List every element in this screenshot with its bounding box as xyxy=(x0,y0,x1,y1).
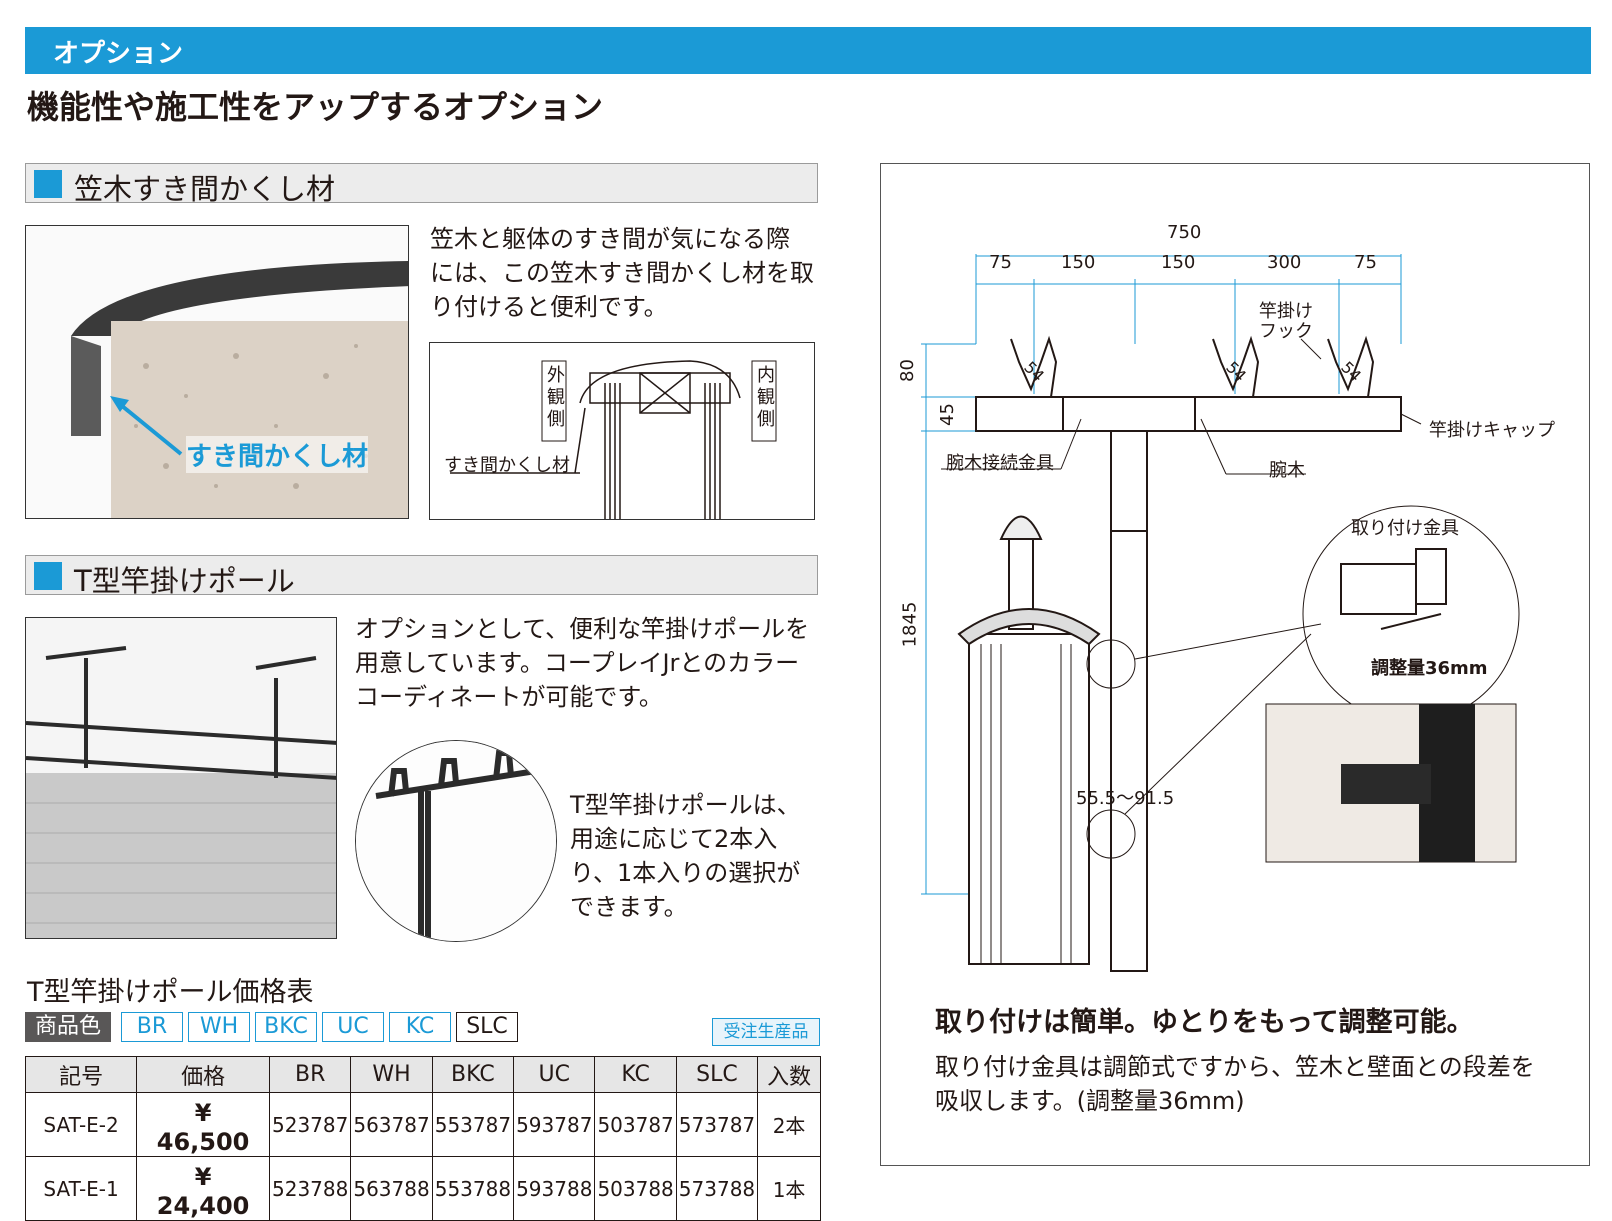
col-header: KC xyxy=(594,1056,677,1093)
color-chip-uc: UC xyxy=(322,1012,384,1042)
inner-side-label: 内観側 xyxy=(757,365,775,430)
color-chip-kc: KC xyxy=(389,1012,451,1042)
section-header-pole: T型竿掛けポール xyxy=(25,555,818,598)
range-label: 55.5～91.5 xyxy=(1076,788,1175,809)
adjust-label: 調整量36mm xyxy=(1371,658,1488,679)
kasagi-photo: すき間かくし材 xyxy=(25,225,409,519)
cell-kc: 503787 xyxy=(594,1092,677,1157)
dim-total: 750 xyxy=(1167,222,1202,243)
made-to-order-badge: 受注生産品 xyxy=(712,1018,820,1046)
color-chip-slc: SLC xyxy=(456,1012,518,1042)
detail-line: り、1本入りの選択が xyxy=(570,859,801,887)
col-header: BR xyxy=(268,1056,352,1093)
cell-uc: 593787 xyxy=(513,1092,596,1157)
col-header: BKC xyxy=(431,1056,515,1093)
cell-qty: 1本 xyxy=(757,1156,821,1221)
col-header: SLC xyxy=(675,1056,759,1093)
desc-line: には、この笠木すき間かくし材を取 xyxy=(430,259,814,287)
dim-75-right: 75 xyxy=(1354,252,1377,273)
cell-bkc: 553788 xyxy=(431,1156,515,1221)
col-header: 入数 xyxy=(757,1056,821,1093)
kasagi-cross-section: 外観側 内観側 すき間かくし材 xyxy=(429,342,815,520)
cell-price: ¥ 46,500 xyxy=(136,1092,270,1157)
cell-code: SAT-E-1 xyxy=(24,1156,138,1221)
dim-75-left: 75 xyxy=(989,252,1012,273)
color-chip-br: BR xyxy=(121,1012,183,1042)
part-label: すき間かくし材 xyxy=(444,455,570,476)
cross-section-drawing xyxy=(450,360,777,519)
pole-photo xyxy=(25,617,337,939)
cell-code: SAT-E-2 xyxy=(24,1092,138,1157)
cap-label: 竿掛けキャップ xyxy=(1429,420,1555,441)
price-table: 記号 価格 BR WH BKC UC KC SLC 入数 SAT-E-2 ¥ 4… xyxy=(24,1056,821,1221)
pole-photo-illustration xyxy=(26,618,336,938)
dim-1845: 1845 xyxy=(899,601,921,648)
detail-line: 用途に応じて2本入 xyxy=(570,825,778,853)
col-header: 価格 xyxy=(136,1056,270,1093)
dim-80: 80 xyxy=(896,359,918,382)
table-row: SAT-E-2 ¥ 46,500 523787 563787 553787 59… xyxy=(24,1092,821,1157)
section1-description: 笠木と躯体のすき間が気になる際 には、この笠木すき間かくし材を取 り付けると便利… xyxy=(430,222,814,324)
joint-label: 腕木接続金具 xyxy=(946,453,1054,474)
pole-closeup xyxy=(355,740,557,942)
cell-br: 523787 xyxy=(268,1092,352,1157)
col-header: WH xyxy=(350,1056,433,1093)
section-header-kasagi: 笠木すき間かくし材 xyxy=(25,163,818,206)
section-marker xyxy=(34,170,62,198)
hook-label-line: 竿掛け xyxy=(1259,301,1313,322)
header-label: オプション xyxy=(53,39,184,69)
arm-label: 腕木 xyxy=(1269,460,1305,481)
section2-description: オプションとして、便利な竿掛けポールを 用意しています。コープレイJrとのカラー… xyxy=(355,612,809,714)
diagram-body: 取り付け金具は調節式ですから、笠木と壁面との段差を 吸収します。(調整量36mm… xyxy=(935,1050,1535,1118)
cell-slc: 573788 xyxy=(675,1156,759,1221)
page-title: 機能性や施工性をアップするオプション xyxy=(27,88,604,126)
cell-slc: 573787 xyxy=(675,1092,759,1157)
dim-300: 300 xyxy=(1267,252,1302,273)
detail-line: T型竿掛けポールは、 xyxy=(570,791,801,819)
desc-line: オプションとして、便利な竿掛けポールを xyxy=(355,615,810,643)
cell-br: 523788 xyxy=(268,1156,352,1221)
kasagi-photo-illustration xyxy=(26,226,408,518)
diagram-title: 取り付けは簡単。ゆとりをもって調整可能。 xyxy=(935,1007,1474,1038)
dim-150-b: 150 xyxy=(1161,252,1196,273)
cell-wh: 563787 xyxy=(350,1092,433,1157)
outer-side-label: 外観側 xyxy=(547,365,565,430)
body-line: 吸収します。(調整量36mm) xyxy=(935,1087,1245,1115)
section-title: 笠木すき間かくし材 xyxy=(74,172,336,206)
section-title: T型竿掛けポール xyxy=(74,564,295,598)
pole-closeup-illustration xyxy=(356,741,556,941)
bracket-label: 取り付け金具 xyxy=(1351,518,1459,539)
installation-diagram-panel: 750 75 150 150 300 75 80 45 1845 54 54 5… xyxy=(880,163,1590,1166)
photo-label: すき間かくし材 xyxy=(186,436,369,473)
cell-uc: 593788 xyxy=(513,1156,596,1221)
section-marker xyxy=(34,562,62,590)
hook-label-line: フック xyxy=(1259,321,1313,342)
col-header: 記号 xyxy=(24,1056,138,1093)
color-chip-bkc: BKC xyxy=(255,1012,317,1042)
cell-kc: 503788 xyxy=(594,1156,677,1221)
desc-line: コーディネートが可能です。 xyxy=(355,683,663,711)
header-bar: オプション xyxy=(25,27,1591,74)
cell-price: ¥ 24,400 xyxy=(136,1156,270,1221)
color-chip-wh: WH xyxy=(188,1012,250,1042)
col-header: UC xyxy=(513,1056,596,1093)
hook-label: 竿掛け フック xyxy=(1259,302,1313,342)
desc-line: 笠木と躯体のすき間が気になる際 xyxy=(430,225,790,253)
price-table-title: T型竿掛けポール価格表 xyxy=(27,977,314,1008)
cell-bkc: 553787 xyxy=(431,1092,515,1157)
desc-line: り付けると便利です。 xyxy=(430,293,668,321)
cell-qty: 2本 xyxy=(757,1092,821,1157)
dim-45: 45 xyxy=(936,403,958,426)
cell-wh: 563788 xyxy=(350,1156,433,1221)
installation-diagram xyxy=(921,254,1520,972)
detail-line: できます。 xyxy=(570,893,688,921)
table-header-row: 記号 価格 BR WH BKC UC KC SLC 入数 xyxy=(24,1056,821,1093)
section2-detail: T型竿掛けポールは、 用途に応じて2本入 り、1本入りの選択が できます。 xyxy=(570,788,801,924)
desc-line: 用意しています。コープレイJrとのカラー xyxy=(355,649,800,677)
color-label: 商品色 xyxy=(25,1012,111,1042)
table-row: SAT-E-1 ¥ 24,400 523788 563788 553788 59… xyxy=(24,1156,821,1221)
body-line: 取り付け金具は調節式ですから、笠木と壁面との段差を xyxy=(935,1053,1535,1081)
dim-150-a: 150 xyxy=(1061,252,1096,273)
